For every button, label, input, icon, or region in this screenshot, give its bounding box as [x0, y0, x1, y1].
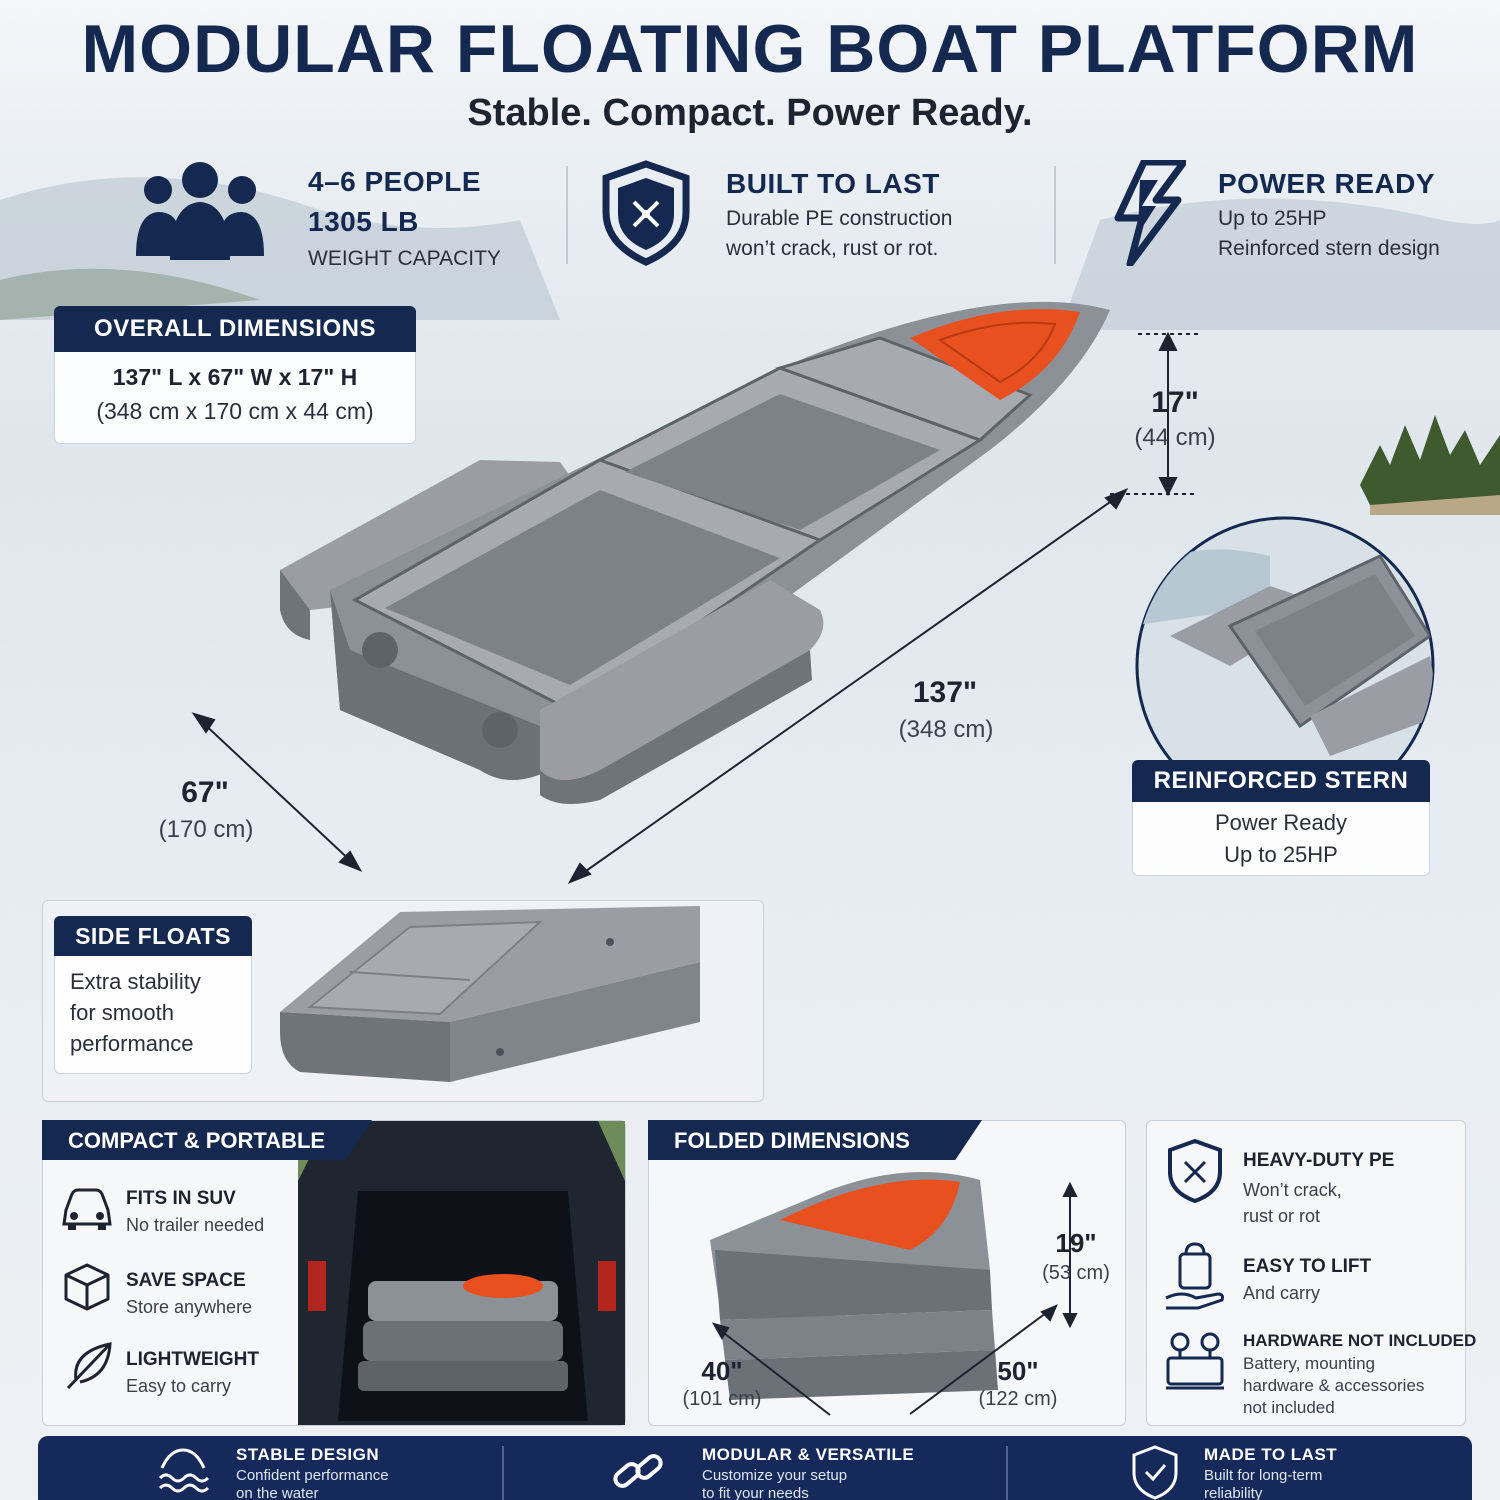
folded-length: 50": [997, 1356, 1039, 1386]
bottom-item-text: on the water: [236, 1485, 319, 1500]
bottom-item-title: STABLE DESIGN: [236, 1445, 380, 1464]
length-measure: 137": [912, 676, 978, 709]
folded-length-metric: (122 cm): [978, 1388, 1058, 1410]
folded-height-metric: (53 cm): [1042, 1262, 1110, 1284]
compact-item-text: Easy to carry: [126, 1376, 232, 1396]
link-icon: [613, 1454, 663, 1488]
specs-panel: [1146, 1120, 1466, 1426]
battery-icon: [1166, 1332, 1224, 1390]
waves-icon: [158, 1448, 210, 1493]
spec-title: EASY TO LIFT: [1243, 1256, 1372, 1277]
height-measure: 17": [1151, 386, 1199, 419]
stern-line-1: Power Ready: [1214, 810, 1348, 835]
bottom-bar: [38, 1436, 1472, 1500]
shield-x-icon: [1168, 1138, 1222, 1204]
compact-item-title: LIGHTWEIGHT: [126, 1349, 259, 1370]
divider: [502, 1446, 504, 1500]
divider: [1006, 1446, 1008, 1500]
compact-item-title: SAVE SPACE: [126, 1270, 246, 1291]
spec-text: Battery, mounting hardware & accessories…: [1243, 1354, 1425, 1417]
shield-icon: [602, 160, 690, 266]
spec-title: HARDWARE NOT INCLUDED: [1243, 1331, 1477, 1350]
bag-hand-icon: [1165, 1242, 1224, 1310]
stern-inset-image: [1135, 516, 1435, 786]
bottom-item-title: MODULAR & VERSATILE: [702, 1445, 915, 1464]
box-icon: [64, 1263, 110, 1311]
power-title: POWER READY: [1218, 168, 1436, 199]
side-floats-label: SIDE FLOATS: [54, 916, 252, 956]
overall-dimensions-imperial: 137" L x 67" W x 17" H: [112, 364, 358, 390]
side-float-image: [280, 906, 700, 1082]
compact-item-title: FITS IN SUV: [126, 1188, 236, 1209]
shield-check-icon: [1132, 1445, 1178, 1500]
suv-image: [298, 1121, 625, 1425]
side-floats-text: Extra stability for smooth performance: [70, 969, 201, 1056]
compact-item-text: Store anywhere: [126, 1297, 253, 1317]
overall-dimensions-label: OVERALL DIMENSIONS: [54, 306, 416, 352]
spec-text: Won’t crack, rust or rot: [1243, 1180, 1342, 1226]
capacity-label: WEIGHT CAPACITY: [308, 247, 501, 270]
stern-label: REINFORCED STERN: [1132, 760, 1430, 802]
spec-text: And carry: [1243, 1283, 1321, 1303]
height-measure-metric: (44 cm): [1134, 424, 1216, 451]
stern-line-2: Up to 25HP: [1224, 842, 1338, 867]
overall-dimensions-metric: (348 cm x 170 cm x 44 cm): [96, 398, 374, 424]
folded-label: FOLDED DIMENSIONS: [648, 1120, 982, 1160]
width-measure: 67": [181, 776, 229, 809]
boat-illustration: [191, 301, 1198, 884]
divider: [1054, 166, 1056, 264]
length-measure-metric: (348 cm): [898, 716, 994, 743]
compact-item-text: No trailer needed: [126, 1215, 265, 1235]
lightning-icon: [1114, 160, 1186, 266]
bottom-item-text: Customize your setup: [702, 1467, 848, 1484]
bottom-item-text: reliability: [1204, 1485, 1263, 1500]
feather-icon: [66, 1342, 112, 1390]
bottom-item-title: MADE TO LAST: [1204, 1445, 1338, 1464]
compact-label: COMPACT & PORTABLE: [42, 1120, 372, 1160]
built-title: BUILT TO LAST: [726, 168, 940, 199]
built-text-1: Durable PE construction: [726, 207, 953, 230]
power-text-1: Up to 25HP: [1218, 207, 1327, 230]
spec-title: HEAVY-DUTY PE: [1243, 1150, 1395, 1171]
bottom-item-text: Built for long-term: [1204, 1467, 1323, 1484]
folded-width: 40": [701, 1356, 743, 1386]
folded-height: 19": [1055, 1228, 1097, 1258]
width-measure-metric: (170 cm): [158, 816, 254, 843]
capacity-people: 4–6 PEOPLE: [308, 166, 482, 197]
bottom-item-text: to fit your needs: [702, 1485, 809, 1500]
bottom-item-text: Confident performance: [236, 1467, 389, 1484]
car-icon: [62, 1188, 112, 1230]
capacity-weight: 1305 LB: [308, 206, 419, 237]
divider: [566, 166, 568, 264]
page-title: MODULAR FLOATING BOAT PLATFORM: [81, 11, 1419, 87]
power-text-2: Reinforced stern design: [1218, 237, 1440, 260]
folded-width-metric: (101 cm): [682, 1388, 762, 1410]
built-text-2: won’t crack, rust or rot.: [726, 237, 939, 260]
tagline: Stable. Compact. Power Ready.: [467, 92, 1033, 134]
folded-boat-image: [710, 1172, 1078, 1416]
people-icon: [136, 162, 264, 260]
tree-island: [1360, 415, 1500, 515]
